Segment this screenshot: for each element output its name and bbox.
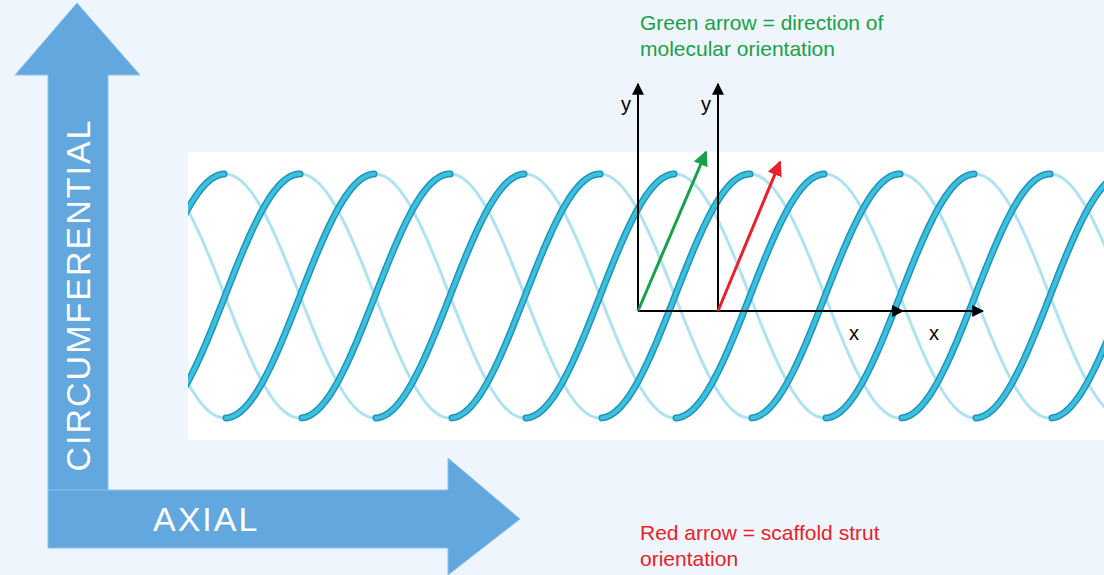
legend-note: Red arrow = scaffold strut orientation xyxy=(640,520,930,573)
axis-name: x xyxy=(926,321,942,346)
axis-name: y xyxy=(621,92,631,117)
arrow-body xyxy=(48,458,520,575)
axis-label: CIRCUMFERENTIAL xyxy=(61,118,95,471)
axis-name: x xyxy=(846,321,862,346)
strut-arrow xyxy=(718,162,780,311)
legend-note: Green arrow = direction of molecular ori… xyxy=(640,10,940,63)
arrow-shape xyxy=(48,458,520,575)
direction-arrow: AXIAL xyxy=(48,458,520,575)
strut xyxy=(226,174,974,418)
axis-label: AXIAL xyxy=(153,502,259,536)
y-axis xyxy=(717,84,719,311)
direction-arrow: CIRCUMFERENTIAL xyxy=(15,3,140,548)
axis-name: y xyxy=(701,92,711,117)
orientation-arrow xyxy=(638,152,706,311)
axes xyxy=(638,84,983,311)
photo-ground xyxy=(188,152,1104,440)
x-axis xyxy=(718,310,983,312)
y-axis xyxy=(637,84,639,311)
arrow-body xyxy=(15,3,140,548)
